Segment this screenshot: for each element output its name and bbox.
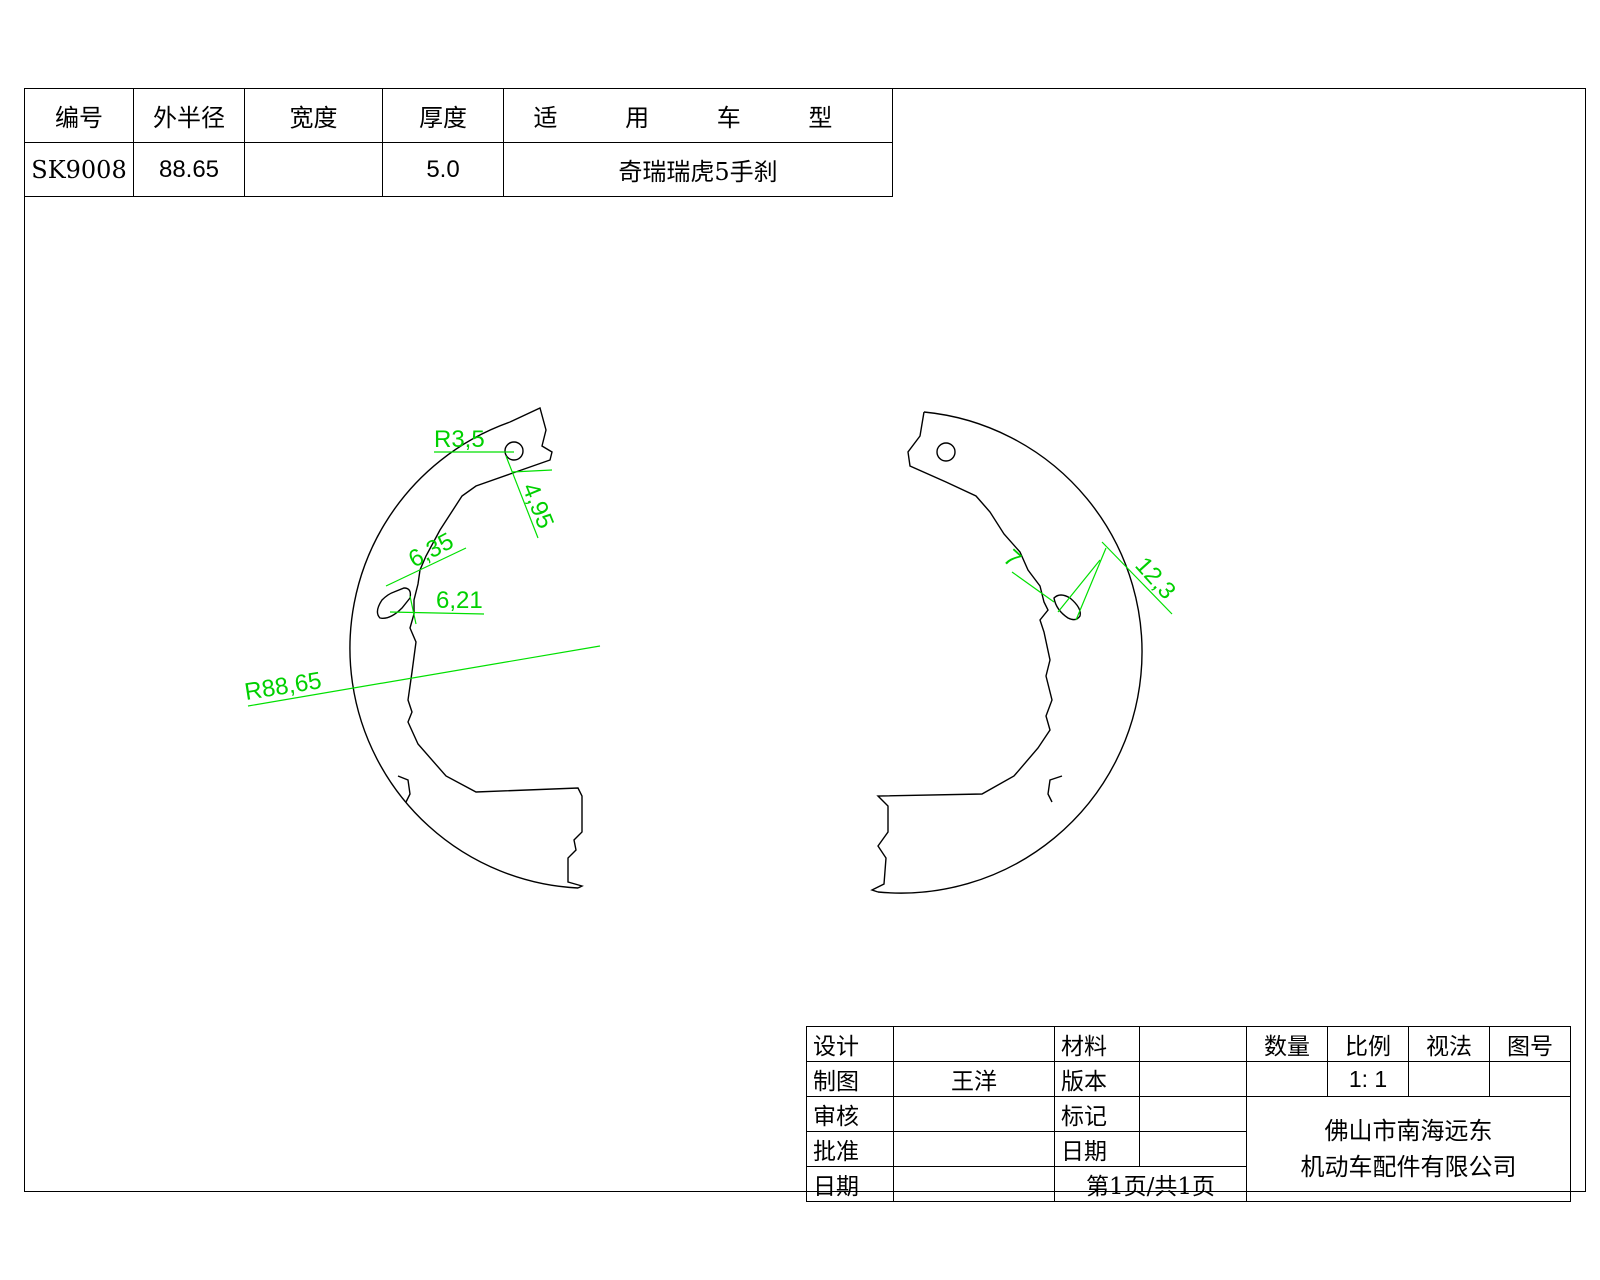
value-date	[893, 1166, 1055, 1202]
value-material	[1139, 1026, 1247, 1062]
right-shoe-outer-notch	[1047, 775, 1063, 803]
label-date-2: 日期	[1054, 1131, 1140, 1167]
right-shoe-slot	[1053, 594, 1081, 621]
value-application: 奇瑞瑞虎5手刹	[503, 142, 893, 197]
spec-table: 编号 外半径 宽度 厚度 适 用 车 型 SK9008 88.65 5.0 奇瑞…	[24, 88, 893, 197]
dimension-annotations: R3,5 4,95 6,35 6,21 R88,65 7 12,3	[243, 426, 1181, 707]
dim-line-notch-width	[1011, 571, 1055, 603]
page-info: 第1页/共1页	[1054, 1166, 1247, 1202]
dim-line-slot-depth	[389, 611, 485, 615]
spec-header-row: 编号 外半径 宽度 厚度 适 用 车 型	[24, 88, 893, 143]
title-block: 设计 材料 数量 比例 视法 图号 制图 王洋 版本 1: 1 审核 标记 佛山…	[806, 1026, 1571, 1202]
dim-text-notch-length: 12,3	[1130, 552, 1181, 605]
value-thickness: 5.0	[382, 142, 504, 197]
value-view	[1408, 1061, 1490, 1097]
value-width	[244, 142, 383, 197]
value-mark	[1139, 1096, 1247, 1132]
spec-data-row: SK9008 88.65 5.0 奇瑞瑞虎5手刹	[24, 142, 893, 197]
label-drawing: 制图	[806, 1061, 894, 1097]
left-shoe-outer-arc	[349, 421, 579, 889]
dim-line-notch-length	[1101, 541, 1173, 615]
value-review	[893, 1096, 1055, 1132]
right-brake-shoe	[870, 411, 1143, 894]
label-mark: 标记	[1054, 1096, 1140, 1132]
dim-ext-slot-depth	[409, 595, 417, 625]
value-drawing-no	[1489, 1061, 1571, 1097]
label-drawing-no: 图号	[1489, 1026, 1571, 1062]
right-shoe-outer-arc	[877, 411, 1143, 894]
label-date: 日期	[806, 1166, 894, 1202]
header-outer-radius: 外半径	[133, 88, 245, 143]
value-version	[1139, 1061, 1247, 1097]
value-approve	[893, 1131, 1055, 1167]
value-design	[893, 1026, 1055, 1062]
dim-text-hole-offset: 4,95	[516, 479, 559, 532]
value-date-2	[1139, 1131, 1247, 1167]
label-quantity: 数量	[1246, 1026, 1328, 1062]
value-drawing: 王洋	[893, 1061, 1055, 1097]
label-view: 视法	[1408, 1026, 1490, 1062]
company-line-2: 机动车配件有限公司	[1300, 1153, 1517, 1181]
title-row-1: 设计 材料 数量 比例 视法 图号	[806, 1026, 1571, 1062]
company-line-1: 佛山市南海远东	[1324, 1117, 1493, 1145]
dim-ext-notch-length	[1075, 547, 1107, 621]
dim-line-slot-width	[385, 547, 467, 587]
label-approve: 批准	[806, 1131, 894, 1167]
left-shoe-inner-profile	[407, 407, 584, 889]
label-material: 材料	[1054, 1026, 1140, 1062]
dim-text-notch-width: 7	[998, 544, 1026, 573]
left-brake-shoe	[349, 407, 584, 889]
value-outer-radius: 88.65	[133, 142, 245, 197]
value-quantity	[1246, 1061, 1328, 1097]
left-shoe-outer-notch	[397, 775, 411, 803]
dim-ext-notch-length-2	[1057, 559, 1101, 613]
value-code: SK9008	[24, 142, 134, 197]
dim-text-slot-depth: 6,21	[436, 587, 483, 614]
value-scale: 1: 1	[1327, 1061, 1409, 1097]
dim-line-outer-radius	[247, 645, 601, 707]
right-shoe-inner-profile	[870, 411, 1053, 893]
dim-line-hole-offset	[505, 455, 539, 539]
title-row-5: 日期 第1页/共1页	[806, 1166, 1571, 1202]
company-name: 佛山市南海远东 机动车配件有限公司	[1246, 1096, 1571, 1202]
dim-text-slot-width: 6,35	[404, 528, 458, 574]
dim-text-hole-radius: R3,5	[434, 426, 485, 453]
right-shoe-hole	[936, 442, 956, 462]
label-version: 版本	[1054, 1061, 1140, 1097]
header-width: 宽度	[244, 88, 383, 143]
left-shoe-slot	[376, 587, 412, 619]
title-row-2: 制图 王洋 版本 1: 1	[806, 1061, 1571, 1097]
dim-text-outer-radius: R88,65	[243, 667, 324, 706]
left-shoe-hole	[504, 441, 524, 461]
label-design: 设计	[806, 1026, 894, 1062]
label-review: 审核	[806, 1096, 894, 1132]
header-code: 编号	[24, 88, 134, 143]
title-row-3: 审核 标记 佛山市南海远东 机动车配件有限公司	[806, 1096, 1571, 1202]
dim-ext-hole-offset	[511, 469, 553, 473]
header-thickness: 厚度	[382, 88, 504, 143]
label-scale: 比例	[1327, 1026, 1409, 1062]
header-application: 适 用 车 型	[503, 88, 893, 143]
